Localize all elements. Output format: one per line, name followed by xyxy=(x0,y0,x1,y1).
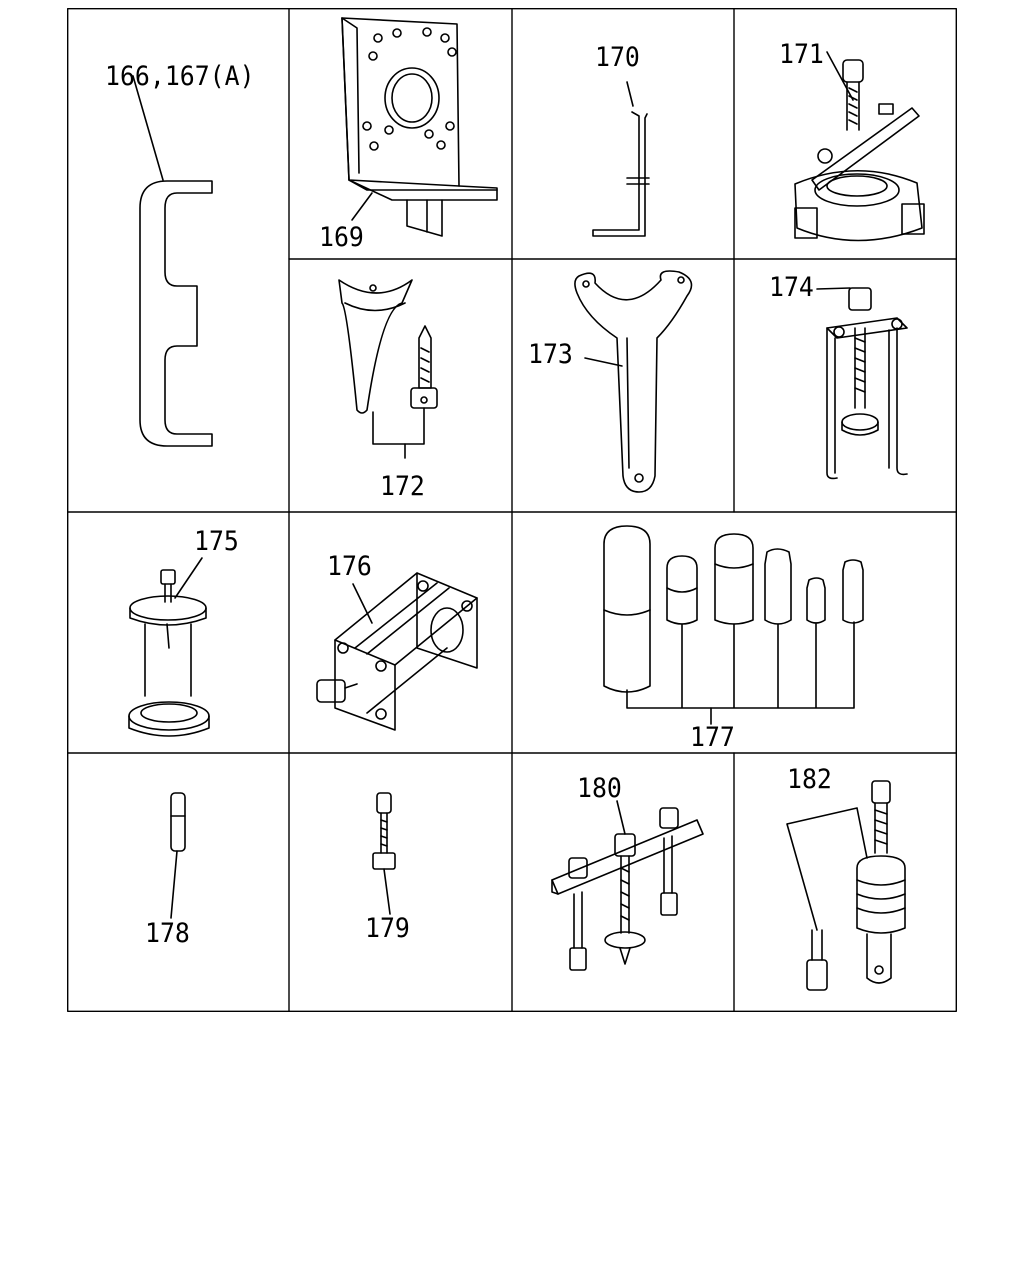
part-174-puller xyxy=(816,287,908,480)
label-169: 169 xyxy=(319,222,364,253)
label-170: 170 xyxy=(595,42,640,73)
label-180: 180 xyxy=(577,773,622,804)
label-171: 171 xyxy=(779,39,824,70)
label-172: 172 xyxy=(380,471,425,502)
part-176-puller xyxy=(316,572,478,731)
part-180-puller xyxy=(551,800,704,971)
parts-diagram: 166,167(A) 169 170 171 172 173 174 175 1… xyxy=(67,8,957,1012)
label-182: 182 xyxy=(787,764,832,795)
label-173: 173 xyxy=(528,339,573,370)
label-179: 179 xyxy=(365,913,410,944)
label-174: 174 xyxy=(769,272,814,303)
label-176: 176 xyxy=(327,551,372,582)
part-173-wrench xyxy=(574,270,693,493)
parts-illustration xyxy=(67,8,957,1012)
part-170-rod xyxy=(592,81,650,237)
part-182-slide-hammer xyxy=(786,780,906,991)
grid-lines xyxy=(67,8,957,1012)
label-178: 178 xyxy=(145,918,190,949)
part-179-bolt xyxy=(372,792,396,915)
part-175-press xyxy=(128,557,210,737)
part-178-pin xyxy=(170,792,186,919)
part-169-plate xyxy=(341,17,498,237)
label-166-167: 166,167(A) xyxy=(105,61,255,92)
part-171-puller xyxy=(794,51,925,242)
part-166-167-bracket xyxy=(132,75,213,447)
label-177: 177 xyxy=(690,722,735,753)
label-175: 175 xyxy=(194,526,239,557)
part-172-tools xyxy=(338,279,438,459)
part-177-set xyxy=(603,525,864,725)
